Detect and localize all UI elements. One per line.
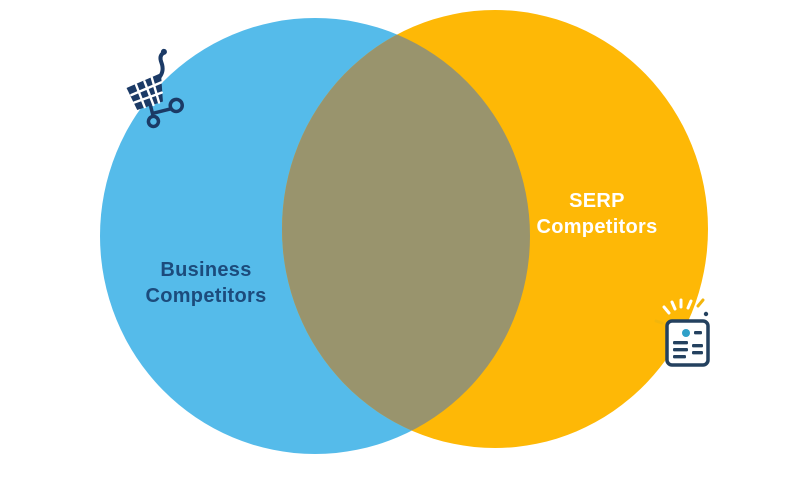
overlap-region [282,18,530,448]
right-set-label-line2: Competitors [536,216,658,238]
left-set-label-line2: Competitors [145,285,267,307]
sparkle-rays-icon [654,298,709,325]
serp-document-icon [665,319,710,367]
right-set-label: SERP Competitors [487,188,707,240]
left-set-label-line1: Business [160,259,252,281]
right-set-label-line1: SERP [569,190,625,212]
shopping-cart-icon [126,48,184,129]
left-set-label: Business Competitors [96,257,316,309]
